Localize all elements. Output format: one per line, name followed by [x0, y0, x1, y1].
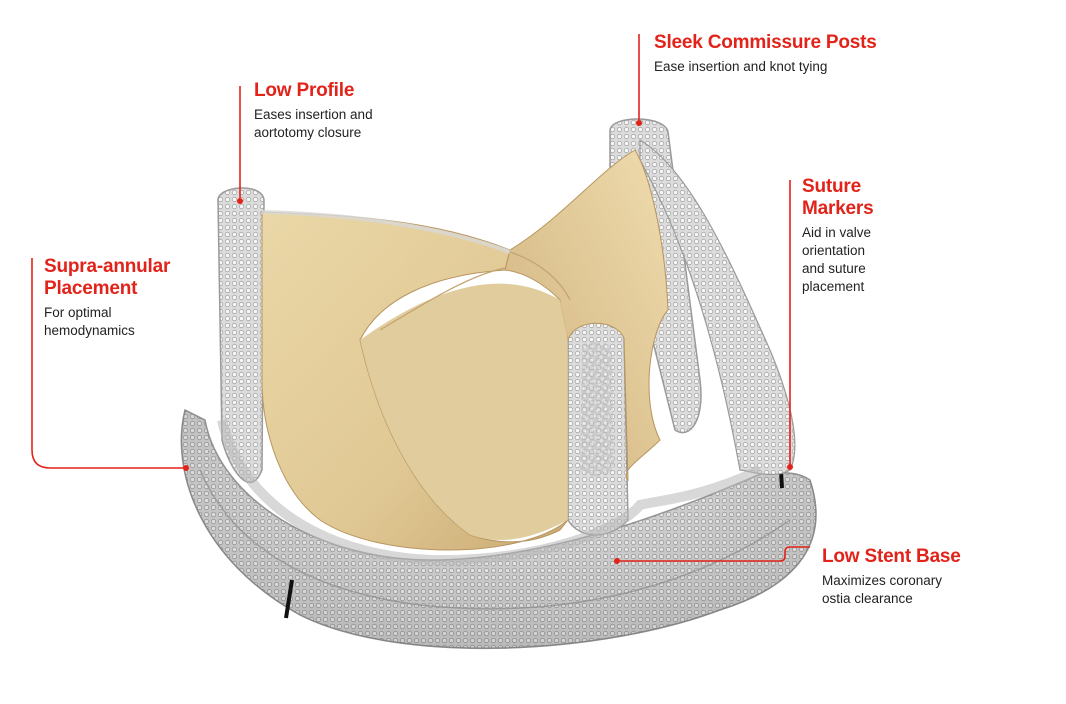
callout-sleek-commissure-posts: Sleek Commissure Posts Ease insertion an… [654, 32, 877, 76]
callout-title: Sleek Commissure Posts [654, 32, 877, 53]
leader-low-stent-base [620, 546, 810, 562]
callout-description: Aid in valve orientation and suture plac… [802, 225, 872, 294]
callout-suture-markers: Suture Markers Aid in valve orientation … [802, 176, 874, 296]
callout-title: Supra-annular Placement [44, 256, 171, 299]
callout-supra-annular-placement: Supra-annular Placement For optimal hemo… [44, 256, 170, 340]
suture-marker-front [284, 579, 294, 619]
callout-low-stent-base: Low Stent Base Maximizes coronary ostia … [822, 546, 961, 608]
callout-title: Low Stent Base [822, 546, 961, 567]
callout-title: Low Profile [254, 80, 355, 101]
callout-description: For optimal hemodynamics [44, 305, 135, 338]
callout-description: Ease insertion and knot tying [654, 59, 828, 74]
valve-leaflets [261, 149, 669, 551]
leader-lines [31, 34, 810, 564]
sewing-ring [180, 408, 817, 650]
callout-low-profile: Low Profile Eases insertion and aortotom… [254, 80, 373, 142]
callout-description: Eases insertion and aortotomy closure [254, 107, 373, 140]
leader-supra-annular-placement [31, 258, 184, 469]
callout-description: Maximizes coronary ostia clearance [822, 573, 943, 606]
callout-title: Suture Markers [802, 176, 874, 219]
